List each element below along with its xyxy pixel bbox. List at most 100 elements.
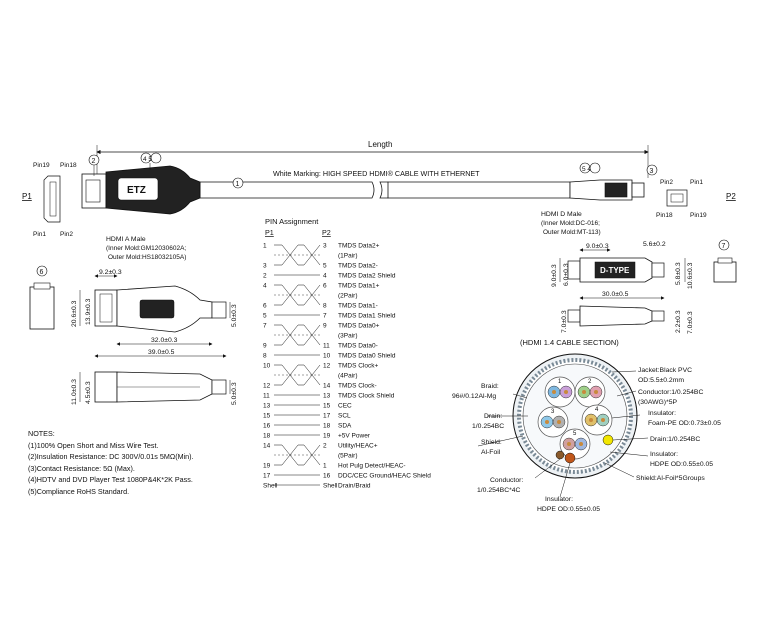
twisted-pair-wire	[274, 364, 321, 386]
dim-right-5: 5.8±0.3	[675, 262, 682, 285]
copper-core	[582, 390, 586, 394]
pin-signal-label: TMDS Clock+	[338, 363, 378, 370]
dim-right-4: 6.0±0.3	[563, 263, 570, 286]
pin-p1-header: P1	[265, 228, 274, 237]
p2-pin18: Pin18	[656, 212, 673, 219]
p2-outer-mold: Outer Mold:MT-113)	[543, 229, 601, 236]
pin-signal-label: TMDS Data1-	[338, 303, 378, 310]
p2-pin1: Pin1	[690, 179, 703, 186]
pin-signal-label: Hot Pulg Detect/HEAC-	[338, 463, 406, 470]
dim-right-3: 9.0±0.3	[551, 264, 558, 287]
label-conductor-right-2: (30AWG)*5P	[638, 399, 677, 406]
pin-p2-number: 12	[323, 363, 331, 370]
p1-title: HDMI A Male	[106, 236, 146, 243]
pin-p1-number: 11	[263, 393, 270, 400]
pin-p1-number: 6	[263, 303, 267, 310]
copper-core	[589, 418, 593, 422]
pair-number: 1	[558, 379, 562, 385]
p1-detail-views: 6 9.2±0.3 20.6±0.3 13.9±0.3 5.0±0.3 32.0…	[29, 265, 238, 405]
pin-signal-label: TMDS Clock Shield	[338, 393, 395, 400]
pin-p1-number: 3	[263, 263, 267, 270]
callout-2-left: 2	[92, 158, 96, 165]
label-drain-left-2: 1/0.254BC	[472, 423, 504, 430]
dim-left-1: 9.2±0.3	[99, 269, 122, 276]
label-shield-left-1: Shield:	[481, 439, 502, 446]
dim-right-2: 5.6±0.2	[643, 241, 666, 248]
pin-assignment-title: PIN Assignment	[265, 217, 319, 226]
twisted-pair-wire	[274, 444, 321, 466]
pin-p1-number: 17	[263, 473, 271, 480]
callout-5-4-right: 5 4	[582, 166, 591, 173]
pin-p2-number: 6	[323, 283, 327, 290]
copper-core	[557, 420, 561, 424]
twisted-pair-wire	[274, 324, 321, 346]
pin-p1-number: 1	[263, 243, 267, 250]
dim-left-7: 11.0±0.3	[71, 379, 78, 405]
label-insulator-right-1: Insulator:	[648, 410, 676, 417]
marking-text: White Marking: HIGH SPEED HDMI® CABLE WI…	[273, 169, 480, 178]
copper-core	[545, 420, 549, 424]
label-insulator-right2-1: Insulator:	[650, 451, 678, 458]
pin-signal-label: TMDS Data2+	[338, 243, 380, 250]
pin-p2-number: 18	[323, 423, 331, 430]
callout-4-5-left: 4 5	[143, 156, 152, 163]
length-label: Length	[368, 140, 392, 149]
dim-right-9: 2.2±0.3	[675, 310, 682, 333]
copper-core	[552, 390, 556, 394]
label-insulator-right-2: Foam-PE OD:0.73±0.05	[648, 420, 721, 427]
label-insulator-right2-2: HDPE OD:0.55±0.05	[650, 461, 713, 468]
p1-outer-mold: Outer Mold:HS18032105A)	[108, 254, 186, 261]
pin-p2-number: 11	[323, 343, 330, 350]
pin-signal-label: SDA	[338, 423, 352, 430]
pin-signal-label: (1Pair)	[338, 253, 358, 260]
pin-p2-number: 17	[323, 413, 331, 420]
callout-7: 7	[722, 243, 726, 250]
pin-signal-label: CEC	[338, 403, 352, 410]
copper-core	[579, 442, 583, 446]
pin-p1-number: 5	[263, 313, 267, 320]
pin-p1-number: Shell	[263, 483, 278, 490]
pin-signal-label: Utility/HEAC+	[338, 443, 378, 450]
copper-core	[594, 390, 598, 394]
pin-p2-number: 1	[323, 463, 327, 470]
twisted-pair-wire	[274, 444, 321, 466]
p2-detail-views: 7 D-TYPE 9.0±0.3 5.6±0.2 9.0±0.3 6.0±0.3…	[551, 239, 737, 334]
pin-signal-label: TMDS Data2-	[338, 263, 378, 270]
pin-signal-label: +5V Power	[338, 433, 371, 440]
drain-yellow	[602, 434, 614, 446]
pin-p1-number: 8	[263, 353, 267, 360]
dim-left-6: 39.0±0.5	[148, 349, 175, 356]
pin-p2-number: 8	[323, 303, 327, 310]
copper-core	[564, 390, 568, 394]
pin-signal-label: (5Pair)	[338, 453, 358, 460]
pair-number: 2	[588, 379, 592, 385]
note-item-3: (3)Contact Resistance: 5Ω (Max).	[28, 463, 135, 473]
label-conductor-bottom-1: Conductor:	[490, 477, 523, 484]
label-drain-right: Drain:1/0.254BC	[650, 436, 700, 443]
callout-6: 6	[40, 269, 44, 276]
pin-p2-number: Shell	[323, 483, 338, 490]
dim-left-2: 20.6±0.3	[71, 300, 78, 327]
notes-block: NOTES: (1)100% Open Short and Miss Wire …	[28, 428, 194, 498]
pin-p1-number: 4	[263, 283, 267, 290]
label-drain-left-1: Drain:	[484, 413, 502, 420]
p1-label: P1	[22, 192, 32, 201]
label-insulator-bottom-2: HDPE OD:0.55±0.05	[537, 506, 600, 513]
pin-p1-number: 7	[263, 323, 267, 330]
pair-number: 4	[595, 407, 599, 413]
cable-assembly: Length White Marking: HIGH SPEED HDMI® C…	[22, 140, 736, 261]
pin-p2-header: P2	[322, 228, 331, 237]
p1-pin18: Pin18	[60, 162, 77, 169]
pin-p1-number: 9	[263, 343, 267, 350]
pin-p1-number: 16	[263, 423, 271, 430]
p1-inner-mold: (Inner Mold:GM12030602A;	[106, 245, 186, 252]
dim-left-9: 5.0±0.3	[231, 382, 238, 405]
dim-left-8: 4.5±0.3	[85, 381, 92, 404]
dim-right-6: 10.6±0.3	[687, 262, 694, 289]
p2-label: P2	[726, 192, 736, 201]
dim-right-7: 30.0±0.5	[602, 291, 629, 298]
pair-number: 3	[551, 409, 555, 415]
label-jacket-2: OD:5.5±0.2mm	[638, 377, 684, 384]
section-title: (HDMI 1.4 CABLE SECTION)	[520, 338, 619, 347]
